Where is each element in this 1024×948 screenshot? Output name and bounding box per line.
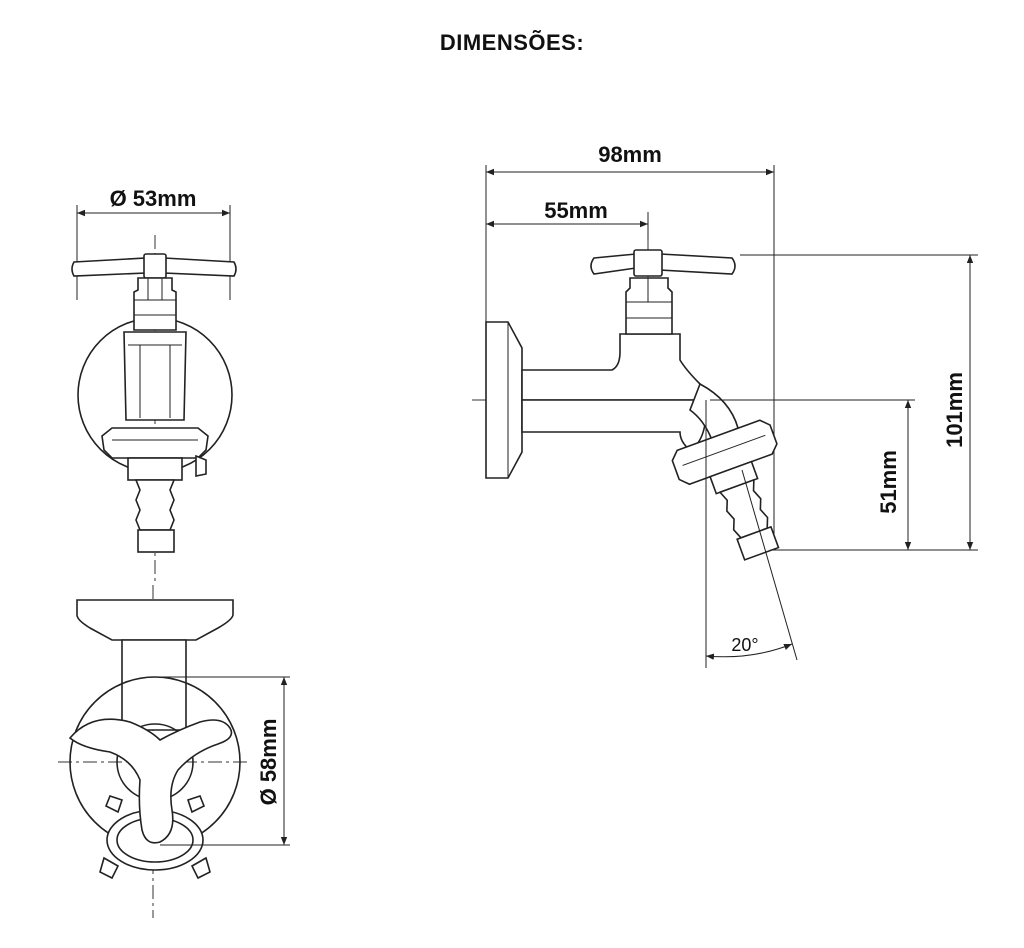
handle-top	[68, 718, 233, 844]
side-coupling-nut	[671, 419, 778, 486]
hose-connector	[134, 479, 176, 531]
side-view	[472, 165, 978, 668]
front-diameter-label: Ø 53mm	[110, 186, 197, 211]
handle-offset-label: 55mm	[544, 198, 608, 223]
wall-flange	[485, 321, 523, 479]
front-view	[71, 205, 237, 585]
outlet-height-label: 51mm	[876, 450, 901, 514]
total-length-label: 98mm	[598, 142, 662, 167]
coupling-nut	[101, 427, 209, 459]
top-view	[58, 585, 290, 918]
handle-left	[71, 257, 147, 277]
top-diameter-label: Ø 58mm	[256, 719, 281, 806]
wall-plate	[76, 599, 234, 641]
page-title: DIMENSÕES:	[439, 30, 585, 55]
angle-arc	[705, 643, 793, 660]
handle-right	[163, 257, 237, 277]
angle-label: 20°	[731, 635, 758, 655]
total-height-label: 101mm	[942, 372, 967, 448]
